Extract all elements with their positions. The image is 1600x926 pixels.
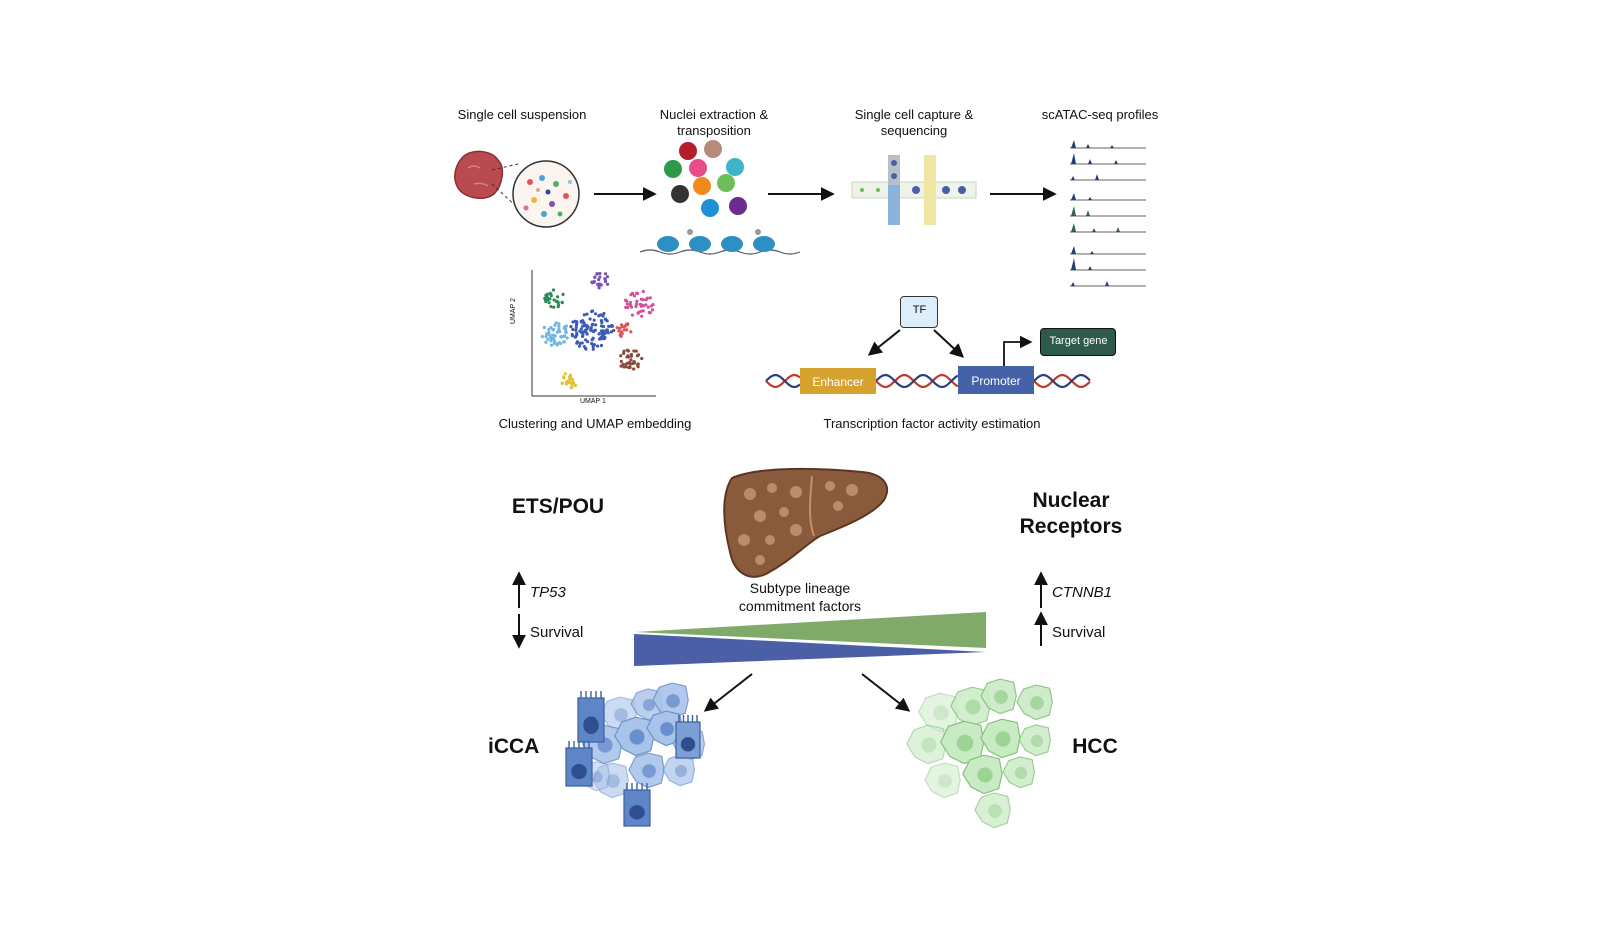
step-label-capture: Single cell capture & sequencing [854, 107, 974, 138]
liver-icon [723, 467, 889, 578]
step-label-suspension: Single cell suspension [457, 107, 587, 122]
umap-ylabel: UMAP 2 [510, 298, 517, 324]
tumor-tissue-icon [454, 150, 504, 200]
hcc-cells-icon [906, 678, 1053, 829]
enhancer-box [800, 368, 876, 394]
tf-diagram [765, 329, 1091, 389]
blue-wedge [634, 634, 986, 666]
icca-label: iCCA [488, 735, 540, 758]
icca-cells-icon [565, 682, 706, 827]
left-survival-label: Survival [530, 624, 584, 641]
left-factor-label: ETS/POU [511, 495, 605, 518]
lineage-label-2: commitment factors [738, 598, 862, 614]
green-wedge [634, 612, 986, 648]
dna-helix [765, 373, 1091, 389]
nucleosome-icon [639, 229, 801, 255]
ctnnb1-label: CTNNB1 [1052, 584, 1113, 601]
umap-plot [531, 270, 656, 397]
tf-label: TF [912, 304, 927, 316]
tf-box [900, 296, 938, 328]
target-gene-label: Target gene [1049, 335, 1108, 347]
promoter-box [958, 366, 1034, 394]
target-gene-box [1040, 328, 1116, 356]
lineage-label-1: Subtype lineage [749, 580, 851, 596]
step-label-nuclei: Nuclei extraction & transposition [659, 107, 769, 138]
right-factor-label-2: Receptors [1019, 515, 1123, 538]
microfluidic-chip-icon [851, 155, 977, 225]
umap-xlabel: UMAP 1 [580, 398, 606, 405]
promoter-label: Promoter [971, 374, 1021, 388]
right-factor-label-1: Nuclear [1032, 489, 1110, 512]
hcc-label: HCC [1072, 735, 1118, 758]
right-survival-label: Survival [1052, 624, 1106, 641]
enhancer-label: Enhancer [812, 375, 864, 389]
nuclei-icon [664, 140, 747, 217]
step-label-profiles: scATAC-seq profiles [1041, 107, 1159, 122]
cell-suspension-icon [512, 160, 580, 228]
tp53-label: TP53 [530, 584, 566, 601]
scatac-profiles-icon [1070, 140, 1146, 287]
umap-caption: Clustering and UMAP embedding [498, 416, 692, 431]
tf-caption: Transcription factor activity estimation [823, 416, 1041, 431]
